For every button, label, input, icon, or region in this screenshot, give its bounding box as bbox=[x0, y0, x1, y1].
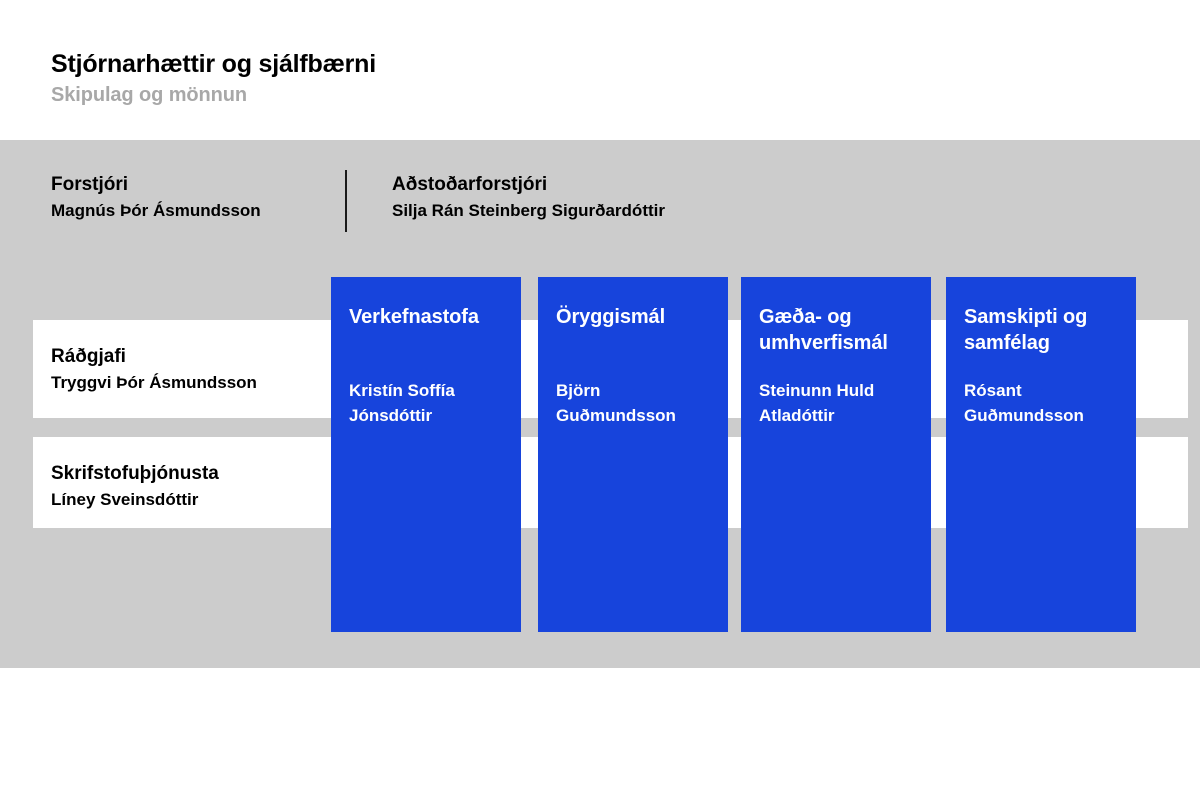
page-title: Stjórnarhættir og sjálfbærni bbox=[51, 50, 376, 78]
executive-deputy: Aðstoðarforstjóri Silja Rán Steinberg Si… bbox=[392, 172, 665, 224]
executive-ceo-role: Forstjóri bbox=[51, 174, 129, 195]
staff-bar-office-services-text: Skrifstofuþjónusta Líney Sveinsdóttir bbox=[51, 461, 219, 512]
staff-advisor-name: Tryggvi Þór Ásmundsson bbox=[51, 373, 257, 392]
staff-office-services-role: Skrifstofuþjónusta bbox=[51, 463, 219, 484]
staff-bar-advisor-text: Ráðgjafi Tryggvi Þór Ásmundsson bbox=[51, 344, 257, 395]
executive-divider bbox=[345, 170, 347, 232]
org-chart-band: Forstjóri Magnús Þór Ásmundsson Aðstoðar… bbox=[0, 140, 1200, 668]
executive-deputy-name: Silja Rán Steinberg Sigurðardóttir bbox=[392, 201, 665, 220]
page-subtitle: Skipulag og mönnun bbox=[51, 84, 247, 106]
department-card-gaeda-og-umhverfismal: Gæða- og umhverfismál Steinunn Huld Atla… bbox=[741, 277, 931, 632]
executive-ceo-name: Magnús Þór Ásmundsson bbox=[51, 201, 261, 220]
department-manager-name: Rósant Guðmundsson bbox=[964, 381, 1084, 425]
department-title: Samskipti og samfélag bbox=[964, 306, 1088, 354]
department-card-oryggismal: Öryggismál Björn Guðmundsson bbox=[538, 277, 728, 632]
executive-ceo: Forstjóri Magnús Þór Ásmundsson bbox=[51, 172, 261, 224]
department-title: Verkefnastofa bbox=[349, 306, 479, 328]
staff-advisor-role: Ráðgjafi bbox=[51, 346, 126, 367]
department-title: Gæða- og umhverfismál bbox=[759, 306, 888, 354]
department-manager-name: Steinunn Huld Atladóttir bbox=[759, 381, 875, 425]
department-card-samskipti-og-samfelag: Samskipti og samfélag Rósant Guðmundsson bbox=[946, 277, 1136, 632]
department-manager-name: Kristín Soffía Jónsdóttir bbox=[349, 381, 455, 425]
staff-office-services-name: Líney Sveinsdóttir bbox=[51, 490, 199, 509]
department-manager-name: Björn Guðmundsson bbox=[556, 381, 676, 425]
executive-row: Forstjóri Magnús Þór Ásmundsson Aðstoðar… bbox=[0, 140, 1200, 270]
page-header: Stjórnarhættir og sjálfbærni Skipulag og… bbox=[0, 0, 1200, 140]
department-card-verkefnastofa: Verkefnastofa Kristín Soffía Jónsdóttir bbox=[331, 277, 521, 632]
executive-deputy-role: Aðstoðarforstjóri bbox=[392, 174, 548, 195]
department-title: Öryggismál bbox=[556, 306, 666, 328]
page-footer-area bbox=[0, 668, 1200, 800]
